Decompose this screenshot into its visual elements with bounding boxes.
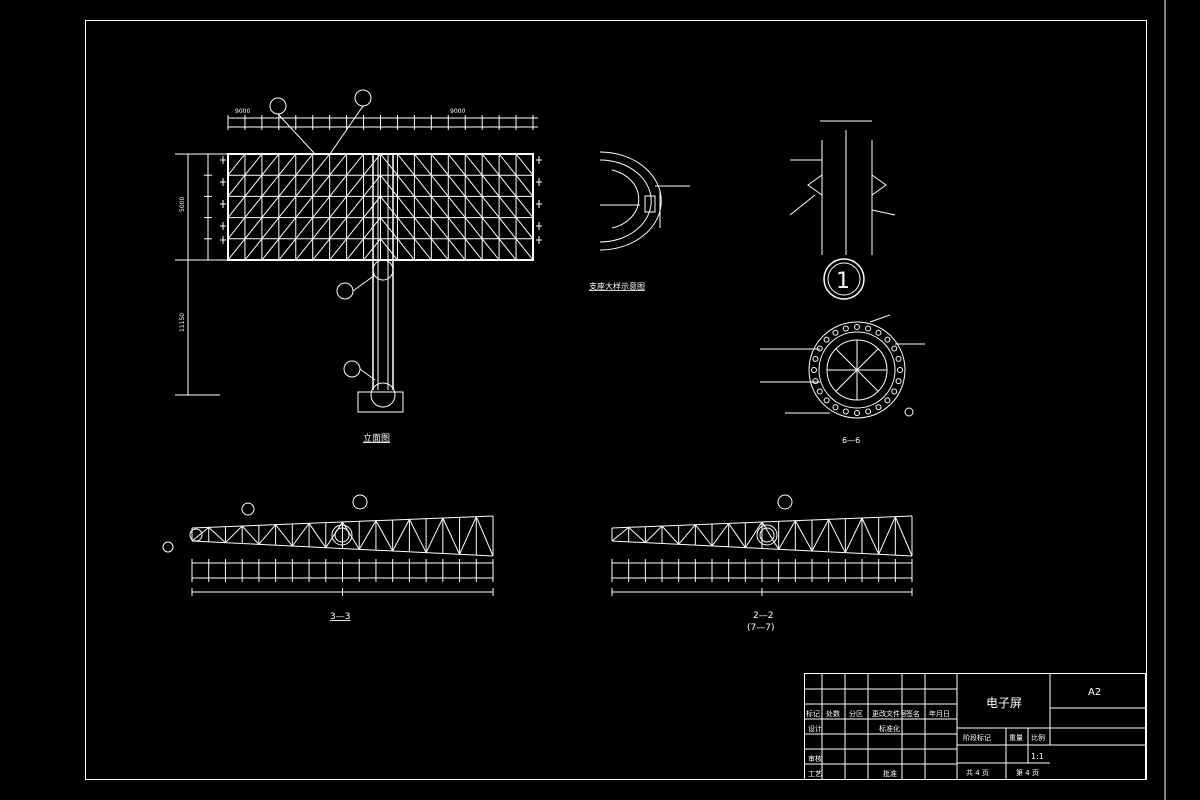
section-33-title: 3—3: [330, 612, 350, 622]
dim-column-height: 11150: [179, 313, 186, 332]
dim-half-span-right: 9000: [450, 108, 465, 115]
tb-signature: 签名: [906, 709, 920, 718]
tb-sheet-no: 第 4 页: [1016, 768, 1039, 777]
project-name: 电子屏: [986, 696, 1022, 710]
tb-mark: 标记: [806, 709, 820, 718]
callout-bubble: [352, 494, 368, 510]
callout-bubble: [162, 541, 174, 553]
detail-1-view: [789, 120, 896, 300]
column-base: [357, 391, 404, 413]
tb-review: 审核: [808, 754, 822, 763]
tb-approve: 批准: [883, 769, 897, 778]
elevation-view: [175, 89, 542, 413]
tb-scale: 比例: [1031, 733, 1045, 742]
section-33-view: [162, 494, 494, 596]
dim-total-height: 5000: [179, 197, 186, 212]
section-22-title: 2—2: [753, 611, 773, 621]
detail-number-circle: [823, 258, 865, 300]
support-detail-title: 支座大样示意图: [589, 281, 645, 291]
tb-stage-mark: 阶段标记: [963, 733, 991, 742]
callout-bubble: [241, 502, 255, 516]
dim-half-span-left: 9000: [235, 108, 250, 115]
callout-bubble: [354, 89, 372, 107]
callout-bubble: [336, 282, 354, 300]
section-66-title: 6—6: [842, 436, 860, 445]
tb-scale-value: 1:1: [1031, 752, 1044, 761]
support-detail-view: [599, 151, 690, 251]
section-22-view: [611, 494, 913, 596]
sheet-size: A2: [1088, 687, 1101, 698]
tb-total-sheets: 共 4 页: [966, 768, 989, 777]
drawing-outer-border: [85, 20, 1147, 780]
tb-date: 年月日: [929, 709, 950, 718]
callout-bubble: [343, 360, 361, 378]
tb-design: 设计: [808, 724, 822, 733]
title-block: [804, 673, 1146, 780]
tb-process: 工艺: [808, 770, 822, 778]
section-22-subtitle: (7—7): [747, 623, 774, 633]
tb-weight: 重量: [1009, 734, 1023, 742]
callout-bubble: [777, 494, 793, 510]
tb-standardization: 标准化: [879, 724, 900, 733]
elevation-title: 立面图: [363, 432, 390, 444]
callout-bubble: [269, 97, 287, 115]
section-66-view: [760, 314, 925, 419]
tb-count: 处数: [826, 709, 840, 718]
callout-bubble: [189, 528, 203, 542]
tb-change-doc: 更改文件号: [872, 709, 907, 718]
detail-number: 1: [836, 269, 850, 294]
tb-zone: 分区: [849, 709, 863, 718]
